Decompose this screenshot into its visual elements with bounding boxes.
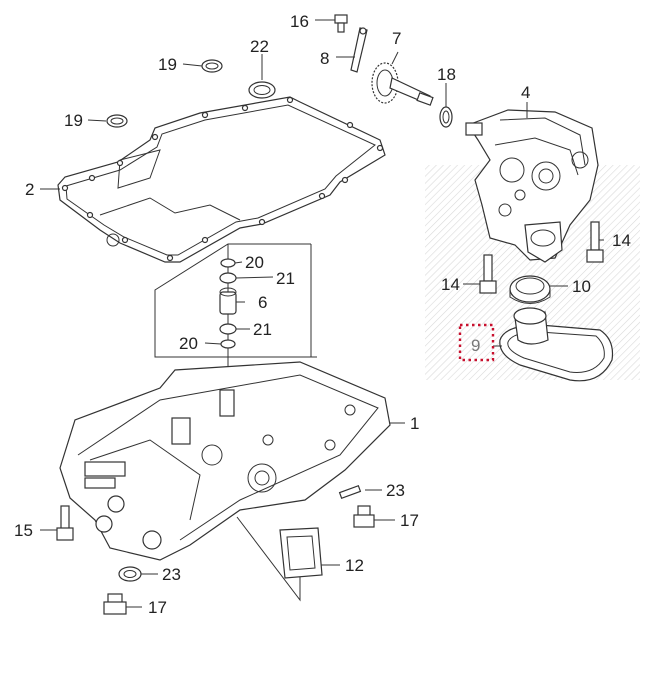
label-part-6[interactable]: 6: [258, 293, 267, 312]
sealing-washer-23-bottom[interactable]: [118, 566, 142, 582]
part-labels: 16 22 7 8 19 18 4 19 2 14 20 21 14 10 6 …: [14, 12, 631, 617]
o-ring-19-left[interactable]: [106, 114, 128, 128]
label-part-21-bottom[interactable]: 21: [253, 320, 272, 339]
label-part-19-top[interactable]: 19: [158, 55, 177, 74]
label-part-12[interactable]: 12: [345, 556, 364, 575]
cover-gasket-12[interactable]: [236, 516, 323, 602]
oil-strainer-9[interactable]: [499, 307, 614, 382]
label-part-20-top[interactable]: 20: [245, 253, 264, 272]
highlight-box-part-9: [458, 323, 495, 362]
o-ring-19-top[interactable]: [201, 59, 223, 73]
label-part-17-right[interactable]: 17: [400, 511, 419, 530]
label-part-16[interactable]: 16: [290, 12, 309, 31]
leader-lines: [40, 19, 604, 608]
label-part-7[interactable]: 7: [392, 29, 401, 48]
drain-bolt-17-right[interactable]: [353, 505, 375, 528]
washer-18[interactable]: [439, 106, 453, 128]
label-part-14-right[interactable]: 14: [612, 231, 631, 250]
label-part-18[interactable]: 18: [437, 65, 456, 84]
label-part-14-left[interactable]: 14: [441, 275, 460, 294]
sealing-washer-23-right[interactable]: [338, 484, 362, 500]
label-part-1[interactable]: 1: [410, 414, 419, 433]
label-part-8[interactable]: 8: [320, 49, 329, 68]
label-part-15[interactable]: 15: [14, 521, 33, 540]
bolt-14-left[interactable]: [479, 254, 497, 294]
bolt-15[interactable]: [56, 505, 74, 541]
label-part-21-top[interactable]: 21: [276, 269, 295, 288]
oil-pump-assembly-4[interactable]: [465, 109, 599, 263]
label-part-23-right[interactable]: 23: [386, 481, 405, 500]
o-ring-22[interactable]: [248, 81, 276, 99]
drain-bolt-17-bottom[interactable]: [103, 593, 127, 615]
pump-drive-gear-7[interactable]: [371, 62, 434, 106]
pin-8[interactable]: [350, 27, 368, 73]
label-part-20-bottom[interactable]: 20: [179, 334, 198, 353]
label-part-9[interactable]: 9: [471, 336, 480, 355]
label-part-17-bottom[interactable]: 17: [148, 598, 167, 617]
oil-pan-1[interactable]: [59, 361, 391, 561]
label-part-10[interactable]: 10: [572, 277, 591, 296]
label-part-2[interactable]: 2: [25, 180, 34, 199]
label-part-22[interactable]: 22: [250, 37, 269, 56]
label-part-23-bottom[interactable]: 23: [162, 565, 181, 584]
oil-seal-10[interactable]: [509, 275, 551, 304]
bolt-14-right[interactable]: [586, 221, 604, 263]
oil-pan-gasket[interactable]: [57, 96, 386, 263]
label-part-4[interactable]: 4: [521, 83, 530, 102]
bolt-16[interactable]: [334, 14, 348, 33]
label-part-19-left[interactable]: 19: [64, 111, 83, 130]
